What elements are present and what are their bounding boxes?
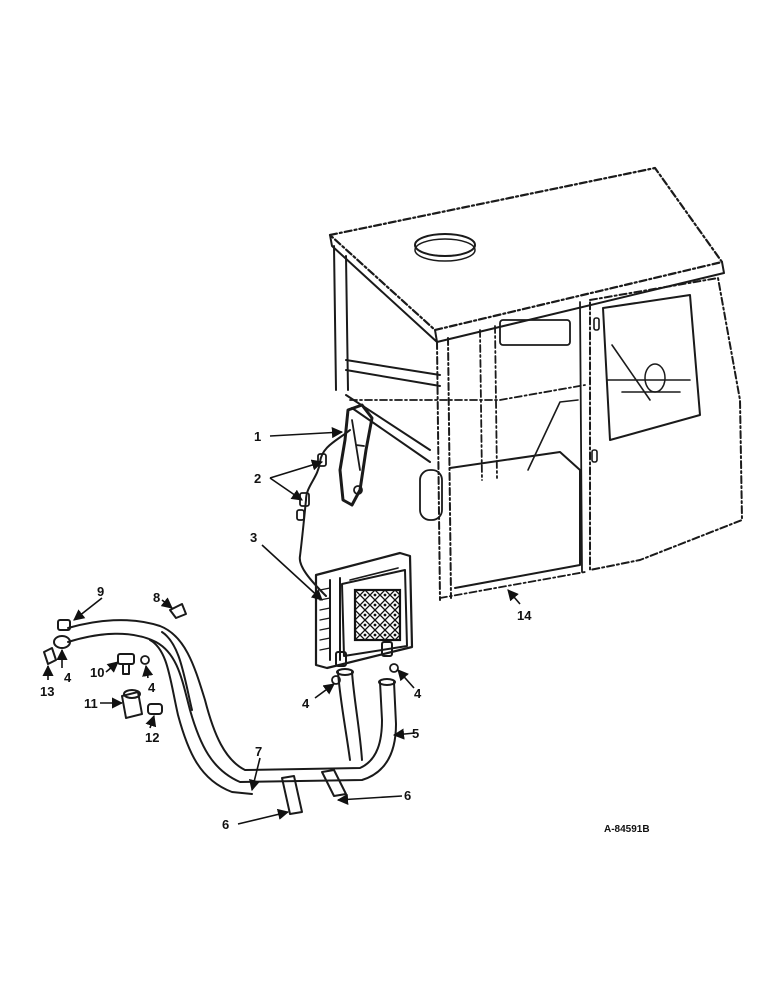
heater-hoses	[67, 619, 397, 795]
callout-10: 10	[90, 665, 104, 680]
callout-5: 5	[412, 726, 419, 741]
callout-6a: 6	[404, 788, 411, 803]
callout-12: 12	[145, 730, 159, 745]
callout-4c: 4	[302, 696, 310, 711]
callout-9: 9	[97, 584, 104, 599]
callout-11: 11	[84, 696, 98, 711]
callout-13: 13	[40, 684, 54, 699]
callout-4b: 4	[148, 680, 156, 695]
callout-7: 7	[255, 744, 262, 759]
callout-3: 3	[250, 530, 257, 545]
hose-fittings	[43, 603, 399, 815]
callout-8: 8	[153, 590, 160, 605]
callout-2: 2	[254, 471, 261, 486]
heater-switch-and-wiring	[296, 403, 374, 597]
callout-1: 1	[254, 429, 261, 444]
callout-6b: 6	[222, 817, 229, 832]
figure-id: A-84591B	[604, 824, 650, 835]
callout-4d: 4	[414, 686, 422, 701]
callout-4a: 4	[64, 670, 72, 685]
tractor-cab	[328, 166, 743, 601]
heater-assembly	[314, 551, 414, 670]
leader-lines	[42, 426, 521, 825]
callout-14: 14	[517, 608, 532, 623]
callout-labels: 1 2 3 4 4 4 4 5 6 6 7 8 9 10 11 12 13 14	[40, 429, 532, 832]
